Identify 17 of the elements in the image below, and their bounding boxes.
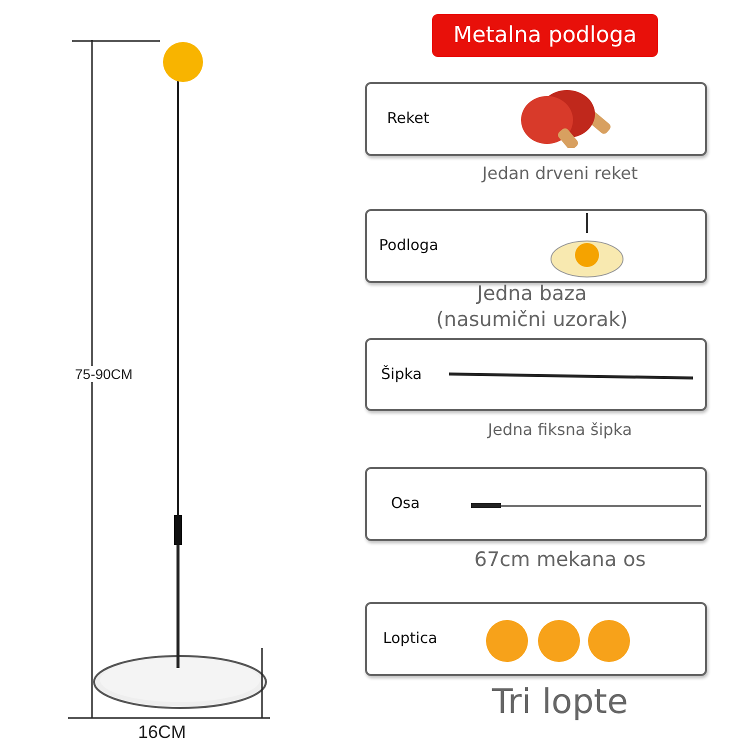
item-panel	[365, 82, 707, 156]
item-panel	[365, 467, 707, 541]
dimension-label: 75-90CM	[75, 366, 133, 382]
item-name: Podloga	[379, 236, 438, 254]
item-caption: 67cm mekana os	[473, 546, 647, 572]
item-caption: Jedan drveni reket	[480, 163, 639, 186]
item-panel	[365, 602, 707, 676]
header-banner: Metalna podloga	[432, 14, 658, 57]
item-name: Loptica	[383, 629, 438, 647]
item-name: Osa	[391, 494, 420, 512]
item-caption: Tri lopte	[490, 681, 630, 724]
item-panel	[365, 209, 707, 283]
item-caption: Jedna baza (nasumični uzorak)	[435, 280, 629, 332]
item-caption: Jedna fiksna šipka	[486, 420, 634, 441]
item-name: Šipka	[381, 364, 422, 382]
item-name: Reket	[387, 109, 430, 127]
item-panel	[365, 338, 707, 411]
